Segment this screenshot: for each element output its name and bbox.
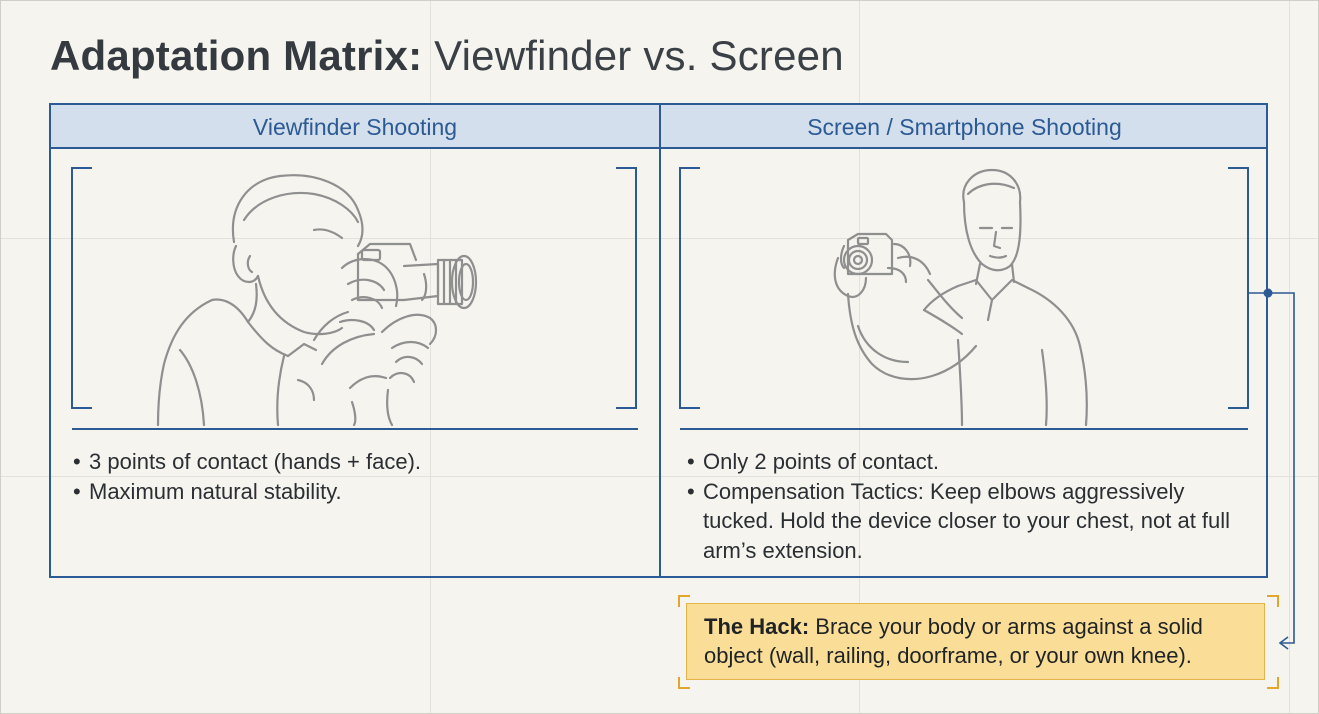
list-item: Maximum natural stability. xyxy=(73,477,633,507)
photographer-profile-sketch xyxy=(156,174,478,427)
viewfinder-bullets: 3 points of contact (hands + face). Maxi… xyxy=(73,447,633,506)
hack-label: The Hack: xyxy=(704,614,810,639)
page-title: Adaptation Matrix: Viewfinder vs. Screen xyxy=(50,32,844,80)
hack-body: Brace your body or arms against a solid … xyxy=(704,614,1203,668)
grid-line xyxy=(1289,0,1290,714)
screen-panel-rule xyxy=(680,428,1248,430)
title-rest: Viewfinder vs. Screen xyxy=(422,32,844,79)
arrow-head-icon xyxy=(1278,636,1289,650)
column-divider xyxy=(659,105,661,576)
connector-dot-icon xyxy=(1263,288,1273,298)
hack-corner xyxy=(678,677,690,689)
screen-column-header: Screen / Smartphone Shooting xyxy=(807,114,1122,140)
viewfinder-column-header: Viewfinder Shooting xyxy=(252,114,458,140)
frame-brackets xyxy=(71,167,637,409)
screen-illustration xyxy=(679,167,1249,427)
hack-corner xyxy=(1267,677,1279,689)
comparison-matrix: Viewfinder Shooting Screen / Smartphone … xyxy=(49,103,1268,578)
hack-callout xyxy=(686,603,1265,680)
grid-line xyxy=(859,0,860,714)
viewfinder-panel-rule xyxy=(72,428,638,430)
connector-arrow xyxy=(1248,288,1295,650)
matrix-header-row xyxy=(51,105,1266,149)
grid-line xyxy=(430,0,431,714)
title-lead: Adaptation Matrix: xyxy=(50,32,423,79)
screen-bullets: Only 2 points of contact. Compensation T… xyxy=(687,447,1247,565)
hack-corner xyxy=(678,595,690,607)
list-item: Only 2 points of contact. xyxy=(687,447,1247,477)
frame-brackets xyxy=(679,167,1249,409)
hack-corner xyxy=(1267,595,1279,607)
viewfinder-illustration xyxy=(71,167,637,427)
photographer-front-sketch xyxy=(833,168,1088,427)
list-item: Compensation Tactics: Keep elbows aggres… xyxy=(687,477,1247,566)
list-item: 3 points of contact (hands + face). xyxy=(73,447,633,477)
hack-text: The Hack: Brace your body or arms agains… xyxy=(704,612,1264,670)
